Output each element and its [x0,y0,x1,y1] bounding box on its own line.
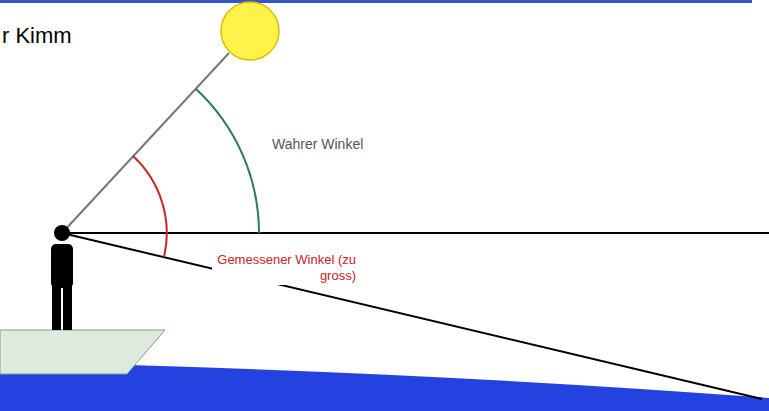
true-horizon-line [62,232,769,234]
true-angle-arc [196,89,259,233]
sun-sight-line [62,53,229,233]
boat-deck [0,330,165,374]
measured-angle-arc [133,156,167,257]
heading-fragment: r Kimm [2,22,72,50]
top-rule [0,0,752,3]
sea-horizon-line [62,233,762,399]
sun [221,2,279,60]
angle-label: Gemessener Winkel (zu gross) [212,252,358,285]
observer-figure [51,225,73,330]
angle-label: Wahrer Winkel [272,136,363,154]
